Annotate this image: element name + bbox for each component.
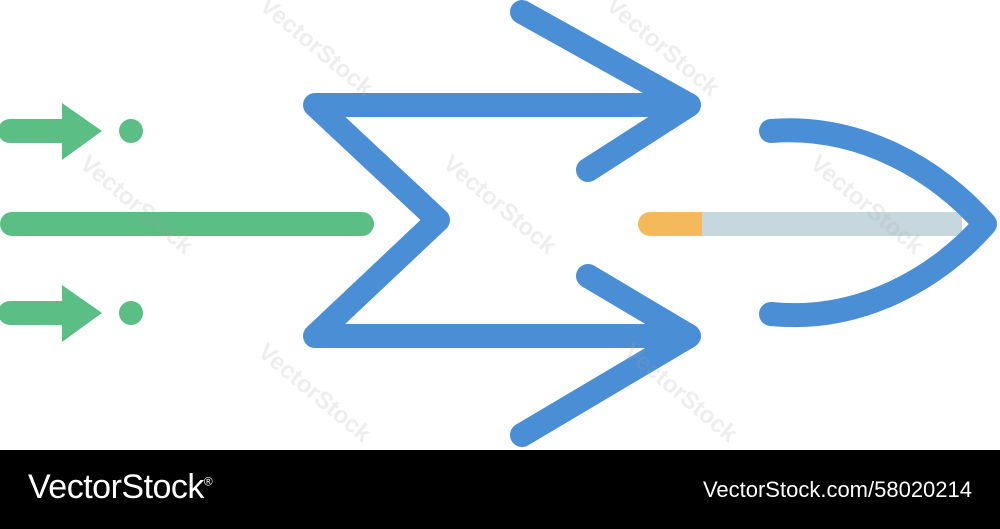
arrows-diagram-icon bbox=[0, 0, 997, 447]
d-shape-icon bbox=[759, 118, 997, 328]
green-dot-icon-top bbox=[119, 119, 143, 143]
sigma-arrows-icon bbox=[303, 0, 701, 447]
green-dot-icon-bottom bbox=[119, 301, 143, 325]
brand-logo[interactable]: VectorStock® bbox=[28, 468, 213, 507]
pencil-line-icon bbox=[638, 212, 962, 236]
brand-name: VectorStock bbox=[28, 468, 204, 506]
footer-bar: VectorStock® VectorStock.com/58020214 bbox=[0, 450, 1000, 529]
green-small-arrow-icon-top bbox=[0, 103, 102, 160]
illustration bbox=[0, 0, 997, 447]
registered-mark: ® bbox=[203, 474, 213, 489]
green-small-arrow-icon-bottom bbox=[0, 285, 102, 342]
image-reference[interactable]: VectorStock.com/58020214 bbox=[702, 477, 972, 502]
